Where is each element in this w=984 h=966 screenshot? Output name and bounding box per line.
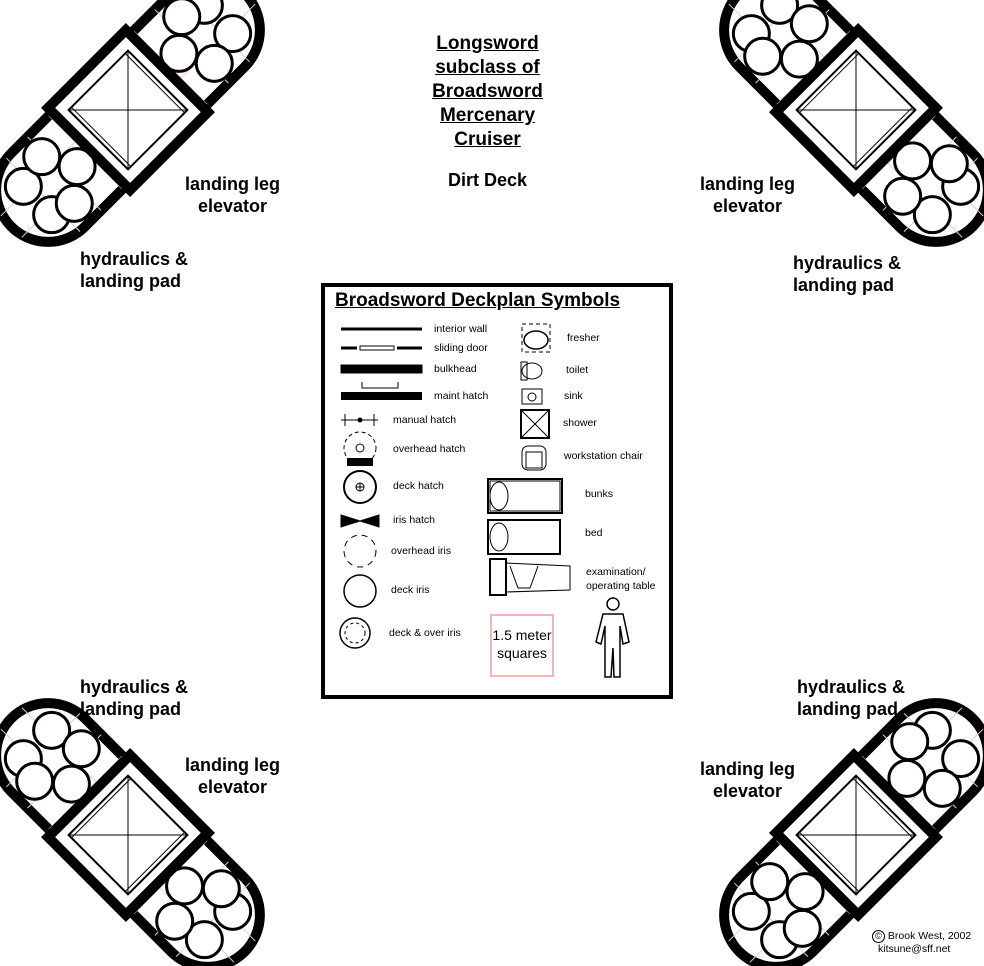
legend-label-manual-hatch: manual hatch [393, 414, 457, 426]
credit: © Brook West, 2002 kitsune@sff.net [872, 930, 971, 956]
label-pad-bottom-left: hydraulics &landing pad [80, 677, 189, 719]
landing-pod-bottom-right [698, 677, 984, 966]
legend-label-maint-hatch: maint hatch [434, 390, 489, 402]
legend-label-toilet: toilet [566, 364, 589, 376]
label-pad-top-left: hydraulics &landing pad [80, 249, 189, 291]
landing-pod-top-left [0, 0, 286, 268]
deck-name: Dirt Deck [447, 170, 528, 190]
label-pad-top-right: hydraulics &landing pad [793, 253, 902, 295]
legend-label-shower: shower [563, 417, 597, 429]
legend-label-sink: sink [564, 390, 583, 402]
legend-label-fresher: fresher [567, 332, 600, 344]
legend-label-deck-hatch: deck hatch [393, 480, 444, 492]
legend-label-iris-hatch: iris hatch [393, 514, 436, 526]
legend-label-deck-over-iris: deck & over iris [389, 627, 461, 639]
page-title: Longsword subclass of Broadsword Mercena… [432, 33, 543, 150]
legend-label-overhead-iris: overhead iris [391, 545, 452, 557]
legend-label-deck-iris: deck iris [391, 584, 430, 596]
copyright-icon: © [872, 930, 885, 943]
label-pad-bottom-right: hydraulics &landing pad [797, 677, 906, 719]
legend-label-bunks: bunks [585, 488, 614, 500]
legend-label-bed: bed [585, 527, 603, 539]
legend-label-examination-table: examination/operating table [586, 566, 656, 592]
landing-pod-top-right [698, 0, 984, 268]
legend-label-interior-wall: interior wall [434, 323, 488, 335]
legend-label-workstation-chair: workstation chair [564, 450, 643, 462]
legend-label-sliding-door: sliding door [434, 342, 488, 354]
legend-label-bulkhead: bulkhead [434, 363, 477, 375]
legend-title: Broadsword Deckplan Symbols [335, 290, 621, 311]
legend-label-overhead-hatch: overhead hatch [393, 443, 466, 455]
landing-pod-bottom-left [0, 677, 286, 966]
